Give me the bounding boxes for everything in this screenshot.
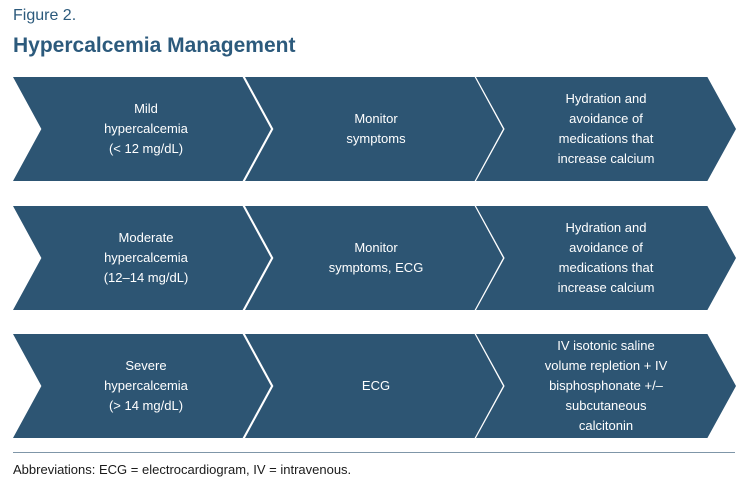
chevron-label: Hydration and avoidance of medications t… (557, 91, 655, 166)
chevron-label: Mild hypercalcemia (< 12 mg/dL) (104, 101, 188, 156)
chevron-label: Moderate hypercalcemia (12–14 mg/dL) (103, 230, 189, 285)
chevron-severe-severity: Severe hypercalcemia (> 14 mg/dL) (13, 334, 271, 438)
chevron-mild-monitoring: Monitor symptoms (245, 77, 503, 181)
chevron-mild-treatment: Hydration and avoidance of medications t… (476, 77, 736, 181)
figure-label: Figure 2. (13, 7, 77, 24)
chevron-label: Monitor symptoms (346, 111, 406, 146)
chevron-label: Severe hypercalcemia (> 14 mg/dL) (104, 358, 188, 413)
chevron-label: IV isotonic saline volume repletion + IV… (544, 338, 668, 433)
chevron-moderate-severity: Moderate hypercalcemia (12–14 mg/dL) (13, 206, 271, 310)
chevron-moderate-monitoring: Monitor symptoms, ECG (245, 206, 503, 310)
chevron-severe-treatment: IV isotonic saline volume repletion + IV… (476, 334, 736, 438)
chevron-moderate-treatment: Hydration and avoidance of medications t… (476, 206, 736, 310)
chevron-mild-severity: Mild hypercalcemia (< 12 mg/dL) (13, 77, 271, 181)
figure-title: Hypercalcemia Management (13, 34, 296, 57)
chevron-label: Hydration and avoidance of medications t… (557, 220, 655, 295)
chevron-label: ECG (361, 378, 391, 393)
footnote-divider (13, 452, 735, 453)
abbreviations-footnote: Abbreviations: ECG = electrocardiogram, … (13, 462, 352, 477)
chevron-severe-monitoring: ECG (245, 334, 503, 438)
chevron-label: Monitor symptoms, ECG (328, 240, 424, 275)
